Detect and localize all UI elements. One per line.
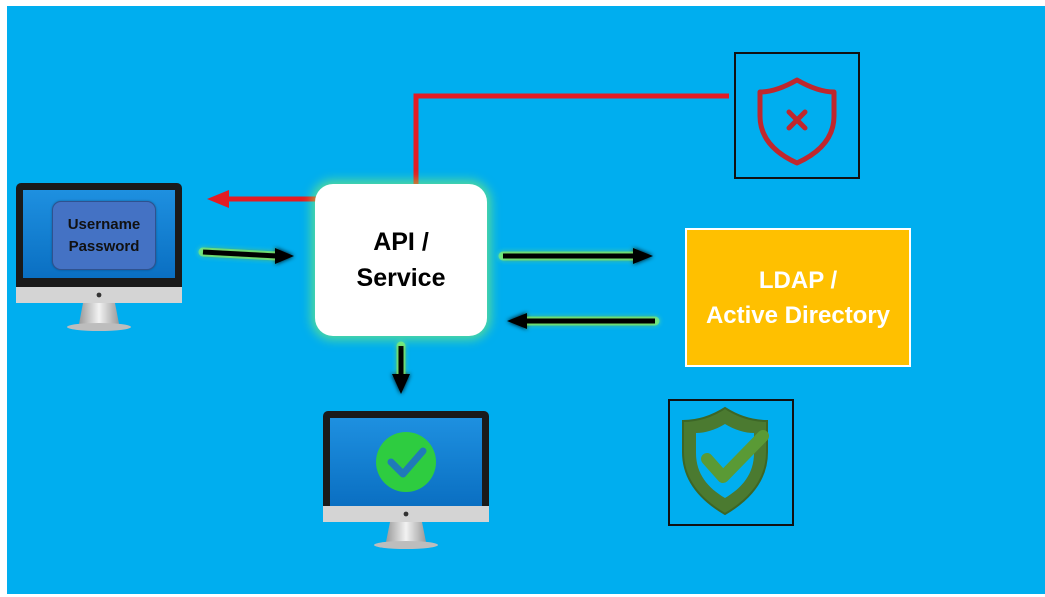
credentials-box[interactable]: Username Password xyxy=(52,201,156,270)
ldap-label-line1: LDAP / xyxy=(758,266,838,294)
api-label-line2: Service xyxy=(356,264,446,292)
ldap-directory-box[interactable]: LDAP / Active Directory xyxy=(685,228,911,367)
arrow-client-to-api xyxy=(198,247,294,264)
password-label: Password xyxy=(68,237,140,255)
arrow-ldap-to-api xyxy=(507,313,660,329)
green-check-circle-icon xyxy=(376,432,436,492)
diagram-canvas: Username Password API / Service LDAP / A… xyxy=(7,6,1045,594)
approved-shield-box xyxy=(668,399,794,526)
arrow-api-to-ldap xyxy=(498,248,653,264)
arrow-api-to-success xyxy=(392,341,410,394)
api-service-box[interactable]: API / Service xyxy=(315,184,487,336)
shield-check-icon xyxy=(682,406,769,516)
shield-x-icon xyxy=(757,77,837,166)
username-label: Username xyxy=(67,215,141,233)
denied-shield-box xyxy=(734,52,860,179)
ldap-label-line2: Active Directory xyxy=(705,301,891,329)
api-label-line1: API / xyxy=(373,228,429,256)
